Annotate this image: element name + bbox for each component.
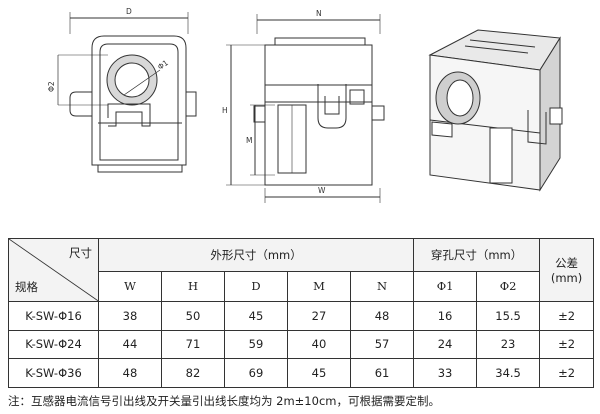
spec-table: 尺寸 规格 外形尺寸（mm） 穿孔尺寸（mm） 公差(mm) W H D M N… xyxy=(8,238,595,388)
hole-dims-header: 穿孔尺寸（mm） xyxy=(413,238,541,272)
front-view xyxy=(57,12,197,173)
isometric-view xyxy=(428,29,563,192)
corner-size-label: 尺寸 xyxy=(69,246,92,260)
table-row: K-SW-Φ16 38 50 45 27 48 16 15.5 ±2 xyxy=(8,300,595,331)
value-cell: 82 xyxy=(161,358,225,388)
corner-header: 尺寸 规格 xyxy=(8,238,99,302)
value-cell: 45 xyxy=(224,300,288,331)
outer-dims-header: 外形尺寸（mm） xyxy=(97,238,415,272)
value-cell: 24 xyxy=(413,329,478,360)
value-cell: 44 xyxy=(98,329,162,360)
model-cell: K-SW-Φ36 xyxy=(8,358,99,388)
tolerance-header: 公差(mm) xyxy=(539,238,595,302)
value-cell: 34.5 xyxy=(476,358,541,388)
table-row: K-SW-Φ36 48 82 69 45 61 33 34.5 ±2 xyxy=(8,358,595,388)
value-cell: 15.5 xyxy=(476,300,541,331)
value-cell: 23 xyxy=(476,329,541,360)
value-cell: 48 xyxy=(349,300,415,331)
value-cell: 50 xyxy=(161,300,225,331)
footnote: 注：互感器电流信号引出线及开关量引出线长度均为 2m±10cm，可根据需要定制。 xyxy=(8,394,440,408)
col-header-h: H xyxy=(161,270,225,302)
col-header-phi1: Φ1 xyxy=(413,270,478,302)
value-cell: 16 xyxy=(413,300,478,331)
value-cell: 40 xyxy=(287,329,351,360)
col-header-phi2: Φ2 xyxy=(476,270,541,302)
dim-label-m: M xyxy=(246,136,252,145)
technical-drawing: D N H M W Φ1 Φ2 xyxy=(47,7,563,203)
model-cell: K-SW-Φ24 xyxy=(8,329,99,360)
value-cell: 27 xyxy=(287,300,351,331)
value-cell: 59 xyxy=(224,329,288,360)
value-cell: 48 xyxy=(98,358,162,388)
value-cell: 45 xyxy=(287,358,351,388)
value-cell: 71 xyxy=(161,329,225,360)
value-cell: 38 xyxy=(98,300,162,331)
value-cell: 33 xyxy=(413,358,478,388)
tolerance-cell: ±2 xyxy=(539,358,595,388)
col-header-m: M xyxy=(287,270,351,302)
side-view xyxy=(226,14,385,203)
tolerance-cell: ±2 xyxy=(539,329,595,360)
model-cell: K-SW-Φ16 xyxy=(8,300,99,331)
dim-label-w: W xyxy=(318,186,326,195)
col-header-w: W xyxy=(98,270,162,302)
dim-label-h: H xyxy=(222,106,228,115)
dim-label-phi2: Φ2 xyxy=(47,81,56,92)
table-row: K-SW-Φ24 44 71 59 40 57 24 23 ±2 xyxy=(8,329,595,360)
dim-label-n: N xyxy=(316,9,322,18)
dim-label-d: D xyxy=(126,7,132,16)
value-cell: 69 xyxy=(224,358,288,388)
tolerance-cell: ±2 xyxy=(539,300,595,331)
col-header-n: N xyxy=(349,270,415,302)
col-header-d: D xyxy=(224,270,288,302)
value-cell: 61 xyxy=(349,358,415,388)
corner-model-label: 规格 xyxy=(15,279,38,294)
dim-label-phi1: Φ1 xyxy=(156,58,170,72)
value-cell: 57 xyxy=(349,329,415,360)
